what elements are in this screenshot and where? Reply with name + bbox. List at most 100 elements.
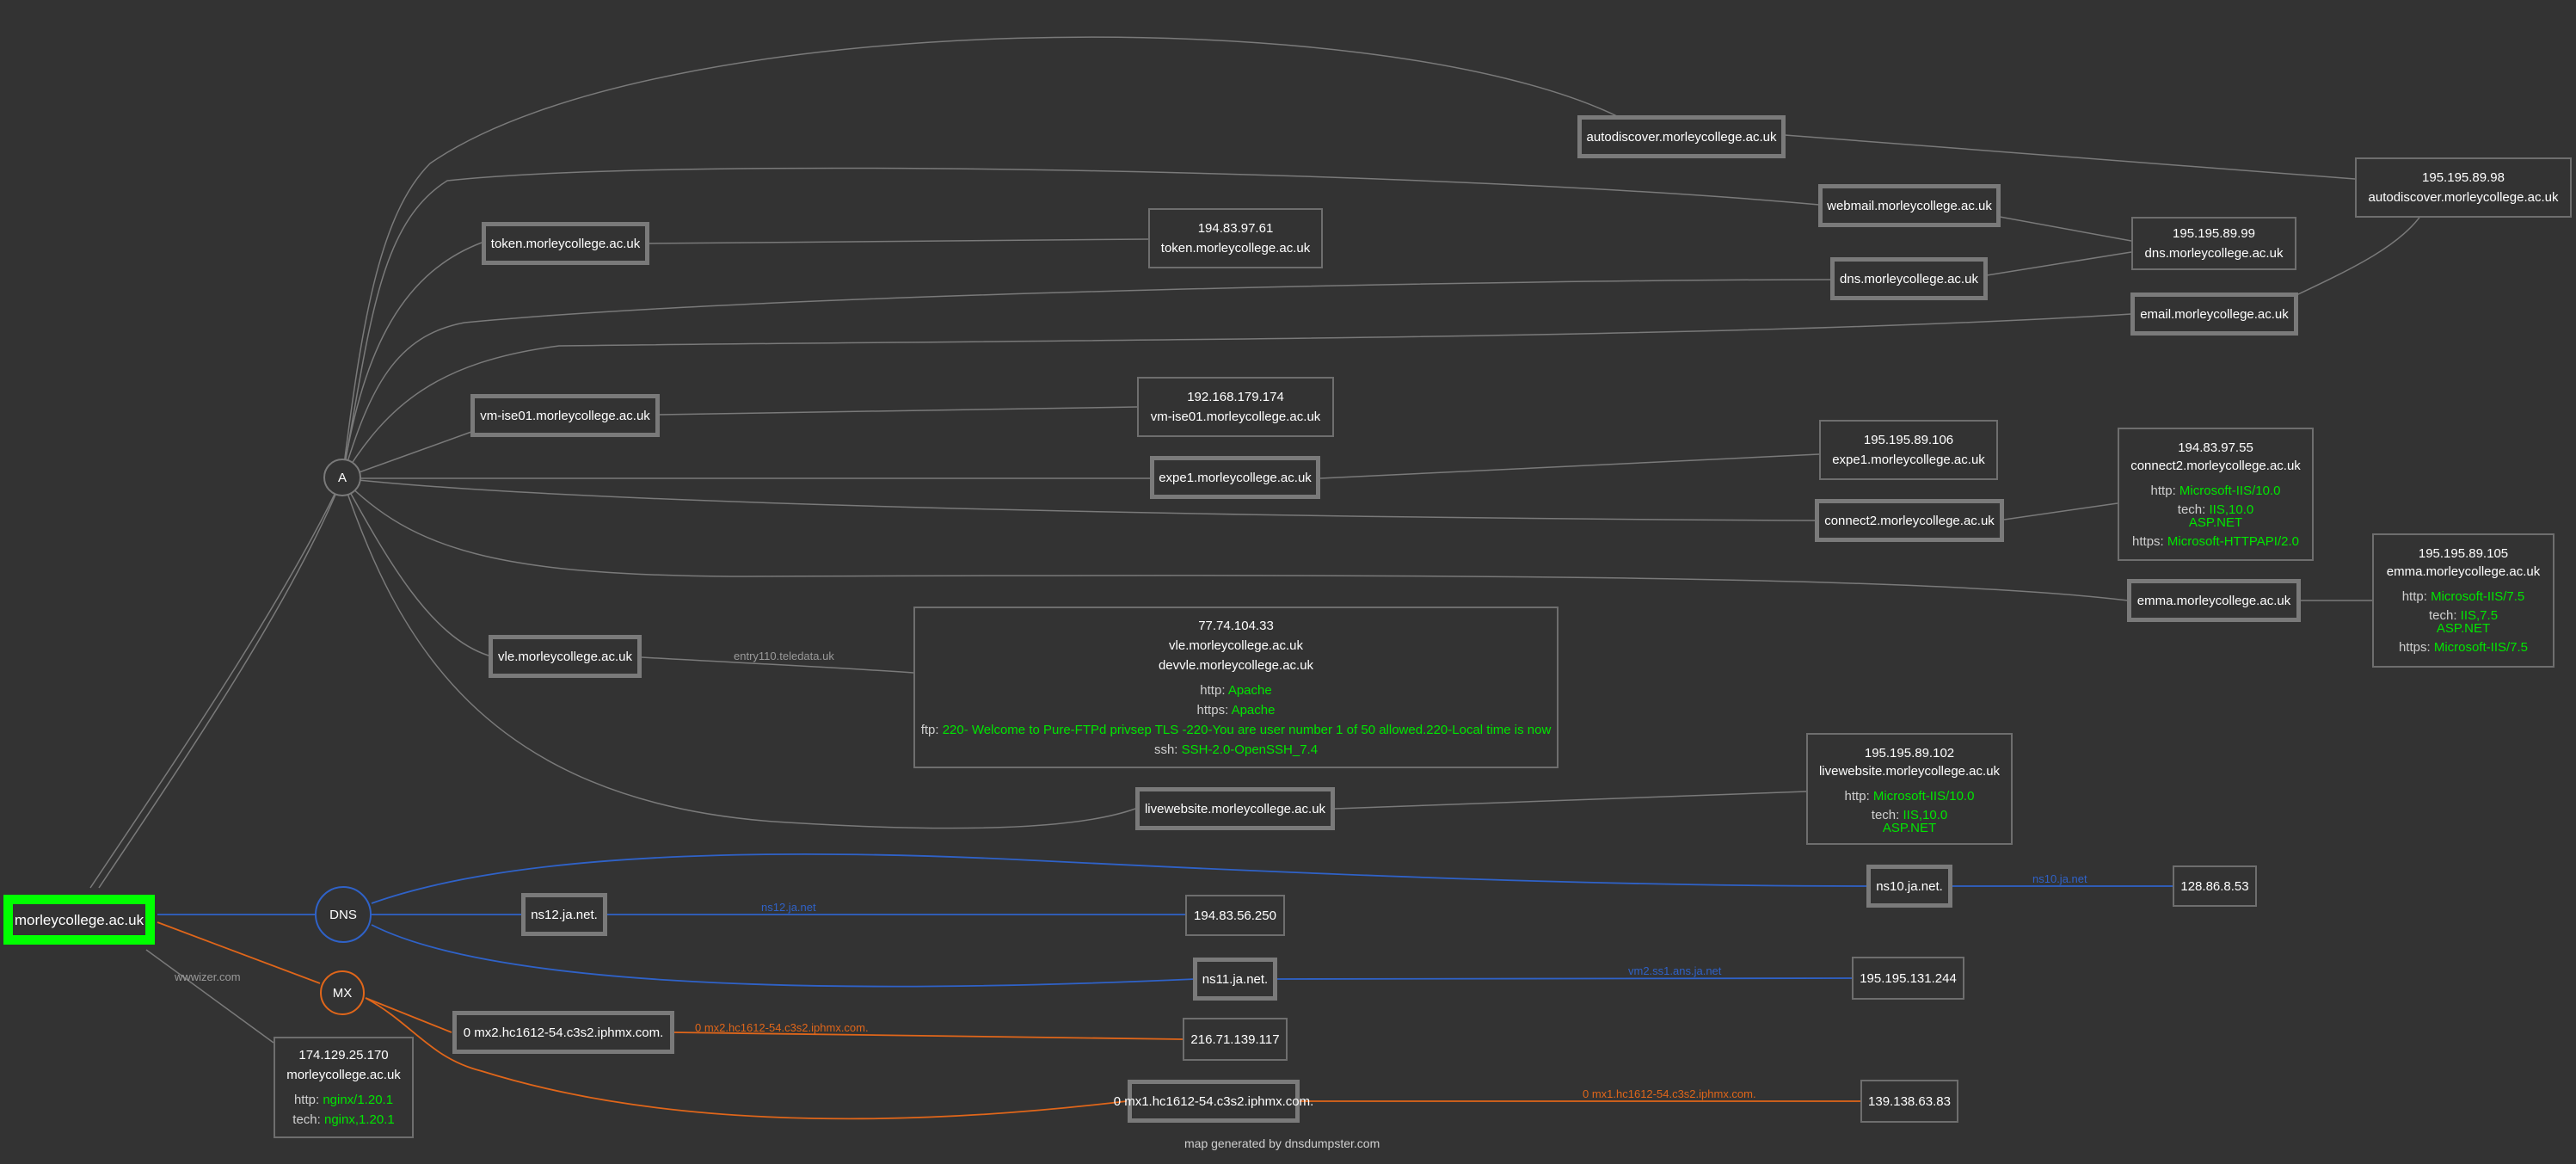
edge-dns-ip: [1986, 251, 2132, 276]
edge-a-email: [341, 313, 2132, 479]
edge-root-a: [89, 477, 343, 889]
edge-mx2-ip: [673, 1032, 1183, 1040]
ip-box-livewebsite[interactable]: 195.195.89.102 livewebsite.morleycollege…: [1806, 733, 2013, 845]
mx-record-group[interactable]: MX: [320, 970, 365, 1015]
host-vmise01[interactable]: vm-ise01.morleycollege.ac.uk: [470, 394, 660, 437]
ip-box-vle[interactable]: 77.74.104.33 vle.morleycollege.ac.uk dev…: [913, 607, 1559, 768]
ip-address: 195.195.89.102: [1864, 745, 1955, 761]
ip-box-emma[interactable]: 195.195.89.105 emma.morleycollege.ac.uk …: [2372, 533, 2554, 668]
ip-box-dns[interactable]: 195.195.89.99 dns.morleycollege.ac.uk: [2131, 217, 2296, 270]
dns-record-group[interactable]: DNS: [315, 886, 372, 943]
edge-a-webmail: [341, 167, 1820, 479]
ip-box-mx2[interactable]: 216.71.139.117: [1183, 1018, 1288, 1061]
ip-box-root[interactable]: 174.129.25.170 morleycollege.ac.uk http:…: [274, 1037, 414, 1138]
edge-label-ns10: ns10.ja.net: [2032, 872, 2087, 885]
ip-box-vmise01[interactable]: 192.168.179.174 vm-ise01.morleycollege.a…: [1137, 377, 1334, 437]
edge-livewebsite-ip: [1334, 791, 1807, 810]
edge-dns-ns11: [371, 924, 1196, 988]
edge-a-vmise01: [341, 431, 472, 479]
a-record-group[interactable]: A: [323, 459, 361, 496]
ip-address: 194.83.97.61: [1197, 221, 1274, 236]
host-connect2[interactable]: connect2.morleycollege.ac.uk: [1815, 499, 2004, 542]
ip-hostname: vle.morleycollege.ac.uk: [1169, 637, 1303, 653]
ip-box-mx1[interactable]: 139.138.63.83: [1860, 1080, 1958, 1123]
host-expe1[interactable]: expe1.morleycollege.ac.uk: [1150, 456, 1320, 499]
edge-root-mx: [157, 921, 321, 984]
ip-hostname: expe1.morleycollege.ac.uk: [1832, 453, 1985, 467]
https-banner: https: Microsoft-IIS/7.5: [2398, 640, 2529, 655]
http-banner: http: Microsoft-IIS/10.0: [2150, 483, 2281, 498]
ip-box-ns12[interactable]: 194.83.56.250: [1185, 895, 1285, 936]
edge-a-dns: [341, 279, 1831, 479]
edge-vmise01-ip: [658, 406, 1138, 416]
ip-address: 195.195.89.106: [1863, 433, 1954, 447]
edge-label-root: wwwizer.com: [175, 970, 241, 983]
ip-hostname: vm-ise01.morleycollege.ac.uk: [1150, 410, 1321, 424]
edge-a-autodiscover: [341, 36, 1618, 479]
ip-address: 195.195.131.244: [1860, 970, 1957, 986]
ip-box-expe1[interactable]: 195.195.89.106 expe1.morleycollege.ac.uk: [1819, 420, 1998, 480]
footer-credit: map generated by dnsdumpster.com: [1184, 1136, 1380, 1150]
ip-box-autodiscover[interactable]: 195.195.89.98 autodiscover.morleycollege…: [2355, 157, 2572, 218]
host-livewebsite[interactable]: livewebsite.morleycollege.ac.uk: [1135, 787, 1335, 830]
ip-address: 195.195.89.98: [2422, 170, 2505, 185]
ssh-banner: ssh: SSH-2.0-OpenSSH_7.4: [1153, 742, 1319, 757]
ip-box-connect2[interactable]: 194.83.97.55 connect2.morleycollege.ac.u…: [2118, 428, 2314, 561]
edge-root-ip: [145, 949, 274, 1044]
ip-address: 216.71.139.117: [1190, 1032, 1280, 1047]
ip-box-ns10[interactable]: 128.86.8.53: [2173, 865, 2257, 907]
root-domain-node[interactable]: morleycollege.ac.uk: [3, 895, 155, 945]
host-ns11[interactable]: ns11.ja.net.: [1193, 958, 1277, 1001]
edge-label-ns11: vm2.ss1.ans.ja.net: [1628, 964, 1722, 977]
host-mx1[interactable]: 0 mx1.hc1612-54.c3s2.iphmx.com.: [1114, 1080, 1313, 1123]
ip-box-token[interactable]: 194.83.97.61 token.morleycollege.ac.uk: [1148, 208, 1323, 268]
host-vle[interactable]: vle.morleycollege.ac.uk: [489, 635, 642, 678]
ip-box-ns11[interactable]: 195.195.131.244: [1852, 957, 1964, 1000]
edge-label-vle: entry110.teledata.uk: [734, 650, 834, 662]
edge-autodiscover-ip: [1784, 134, 2356, 180]
host-autodiscover[interactable]: autodiscover.morleycollege.ac.uk: [1577, 115, 1786, 158]
ip-address: 195.195.89.105: [2418, 546, 2509, 561]
https-banner: https: Microsoft-HTTPAPI/2.0: [2132, 533, 2299, 549]
http-banner: http: Microsoft-IIS/10.0: [1844, 788, 1975, 804]
host-ns12[interactable]: ns12.ja.net.: [521, 893, 607, 936]
edge-label-mx2: 0 mx2.hc1612-54.c3s2.iphmx.com.: [695, 1021, 869, 1034]
ip-hostname: token.morleycollege.ac.uk: [1160, 241, 1311, 256]
ip-hostname-2: devvle.morleycollege.ac.uk: [1158, 657, 1314, 673]
host-token[interactable]: token.morleycollege.ac.uk: [482, 222, 649, 265]
ip-hostname: autodiscover.morleycollege.ac.uk: [2368, 190, 2559, 205]
http-banner: http: nginx/1.20.1: [293, 1093, 394, 1107]
edge-webmail-ip: [1999, 216, 2132, 242]
host-ns10[interactable]: ns10.ja.net.: [1866, 865, 1952, 908]
ip-hostname: livewebsite.morleycollege.ac.uk: [1818, 763, 2001, 779]
edge-root-a-2: [98, 477, 343, 889]
host-email[interactable]: email.morleycollege.ac.uk: [2130, 293, 2298, 336]
edge-expe1-ip: [1319, 453, 1820, 479]
ip-address: 77.74.104.33: [1198, 618, 1274, 633]
ip-address: 194.83.56.250: [1194, 908, 1276, 923]
ip-address: 194.83.97.55: [2178, 440, 2253, 455]
edge-connect2-ip: [2003, 502, 2118, 520]
edge-token-ip: [648, 238, 1149, 244]
edge-email-ip: [2296, 214, 2422, 296]
edge-label-mx1: 0 mx1.hc1612-54.c3s2.iphmx.com.: [1583, 1087, 1756, 1100]
host-emma[interactable]: emma.morleycollege.ac.uk: [2127, 579, 2301, 622]
edge-mx-mx2: [365, 997, 452, 1033]
tech-stack: tech: nginx,1.20.1: [292, 1112, 395, 1127]
ip-address: 192.168.179.174: [1187, 390, 1284, 404]
host-webmail[interactable]: webmail.morleycollege.ac.uk: [1818, 184, 2001, 227]
host-dns[interactable]: dns.morleycollege.ac.uk: [1830, 257, 1988, 300]
ip-address: 139.138.63.83: [1868, 1093, 1951, 1109]
edge-a-connect2: [341, 477, 1816, 521]
ip-address: 195.195.89.99: [2173, 226, 2255, 241]
edge-vle-ip: [641, 656, 914, 674]
edge-a-livewebsite: [341, 477, 1136, 829]
edge-a-emma: [341, 477, 2129, 601]
edge-dns-ns10: [371, 853, 1867, 904]
http-banner: http: Microsoft-IIS/7.5: [2401, 589, 2525, 604]
host-mx2[interactable]: 0 mx2.hc1612-54.c3s2.iphmx.com.: [452, 1011, 674, 1054]
edge-a-vle: [341, 477, 489, 656]
